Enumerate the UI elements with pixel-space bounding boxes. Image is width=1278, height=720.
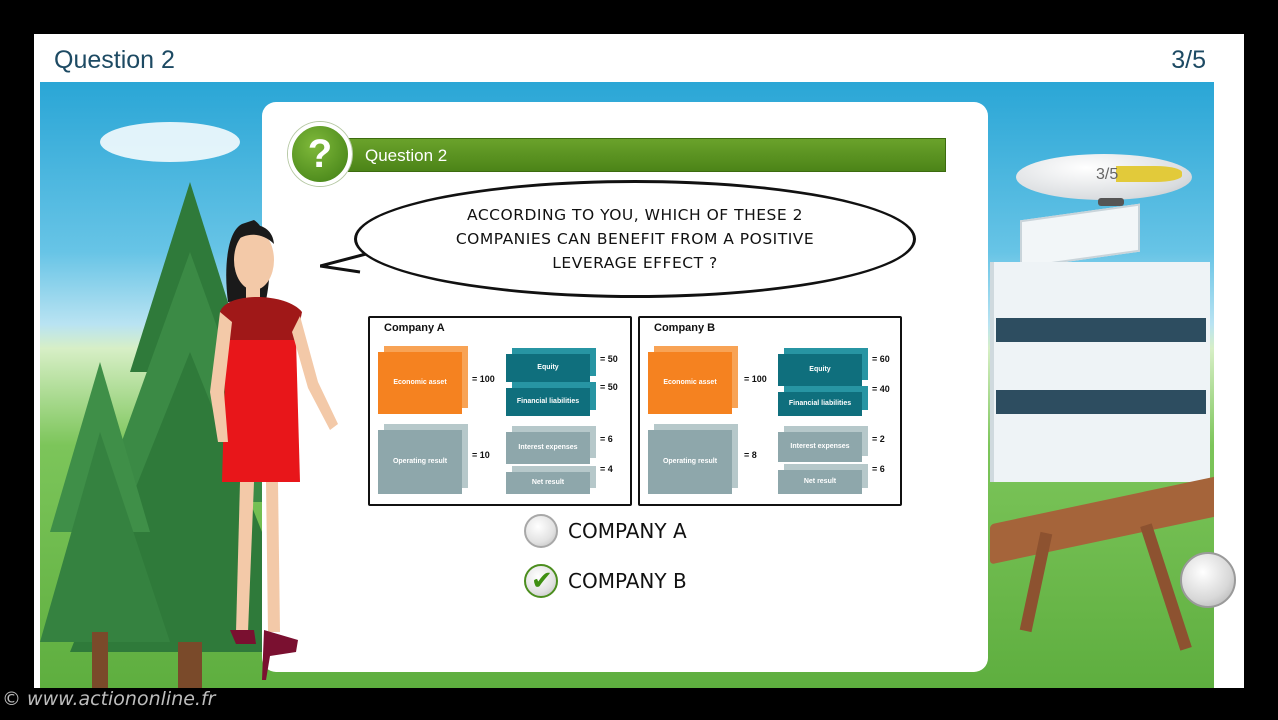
header-progress: 3/5 <box>1171 46 1206 74</box>
operating-result-value: = 8 <box>744 450 757 460</box>
building-window <box>996 318 1206 342</box>
question-title-bar: Question 2 <box>348 138 946 172</box>
equity-block: Equity <box>506 354 590 382</box>
picnic-table <box>990 475 1214 565</box>
company-a-panel: Company A Economic asset = 100 Equity = … <box>368 316 632 506</box>
presenter-character <box>210 220 338 680</box>
interest-expenses-value: = 2 <box>872 434 885 444</box>
radio-button[interactable] <box>524 514 558 548</box>
financial-liabilities-block: Financial liabilities <box>506 388 590 416</box>
copyright-footer: © www.actiononline.fr <box>2 688 216 710</box>
company-b-panel: Company B Economic asset = 100 Equity = … <box>638 316 902 506</box>
option-company-a[interactable]: COMPANY A <box>524 514 687 548</box>
operating-result-value: = 10 <box>472 450 490 460</box>
speech-bubble-tail <box>320 252 367 274</box>
option-label: COMPANY B <box>568 569 687 593</box>
next-button[interactable] <box>1180 552 1236 608</box>
building-sign <box>1020 203 1140 269</box>
progress-blimp: 3/5 <box>1006 150 1196 206</box>
question-card: Question 2 ? According to you, which of … <box>262 102 988 672</box>
question-prompt: According to you, which of these 2 compa… <box>455 206 815 272</box>
financial-liabilities-value: = 50 <box>600 382 618 392</box>
economic-asset-value: = 100 <box>472 374 495 384</box>
economic-asset-block: Economic asset <box>648 352 732 414</box>
building-window <box>996 390 1206 414</box>
blimp-progress-label: 3/5 <box>1096 166 1119 183</box>
cloud <box>100 122 240 162</box>
question-title-label: Question 2 <box>365 146 448 165</box>
economic-asset-value: = 100 <box>744 374 767 384</box>
interest-expenses-value: = 6 <box>600 434 613 444</box>
company-title: Company A <box>384 322 445 334</box>
economic-asset-block: Economic asset <box>378 352 462 414</box>
pine-trees <box>40 182 300 688</box>
speech-bubble: According to you, which of these 2 compa… <box>354 180 916 298</box>
radio-button[interactable]: ✔ <box>524 564 558 598</box>
header-title: Question 2 <box>54 46 175 74</box>
building <box>990 262 1210 482</box>
interest-expenses-block: Interest expenses <box>778 432 862 462</box>
net-result-block: Net result <box>506 472 590 494</box>
net-result-value: = 6 <box>872 464 885 474</box>
checkmark-icon: ✔ <box>531 566 553 596</box>
company-title: Company B <box>654 322 716 334</box>
question-mark-icon: ? <box>288 122 352 186</box>
option-company-b[interactable]: ✔ COMPANY B <box>524 564 687 598</box>
interest-expenses-block: Interest expenses <box>506 432 590 464</box>
financial-liabilities-value: = 40 <box>872 384 890 394</box>
equity-block: Equity <box>778 354 862 386</box>
blimp-stripe <box>1116 166 1182 182</box>
blimp-gondola <box>1098 198 1124 206</box>
equity-value: = 50 <box>600 354 618 364</box>
financial-liabilities-block: Financial liabilities <box>778 392 862 416</box>
net-result-value: = 4 <box>600 464 613 474</box>
equity-value: = 60 <box>872 354 890 364</box>
operating-result-block: Operating result <box>378 430 462 494</box>
operating-result-block: Operating result <box>648 430 732 494</box>
option-label: COMPANY A <box>568 519 687 543</box>
net-result-block: Net result <box>778 470 862 494</box>
